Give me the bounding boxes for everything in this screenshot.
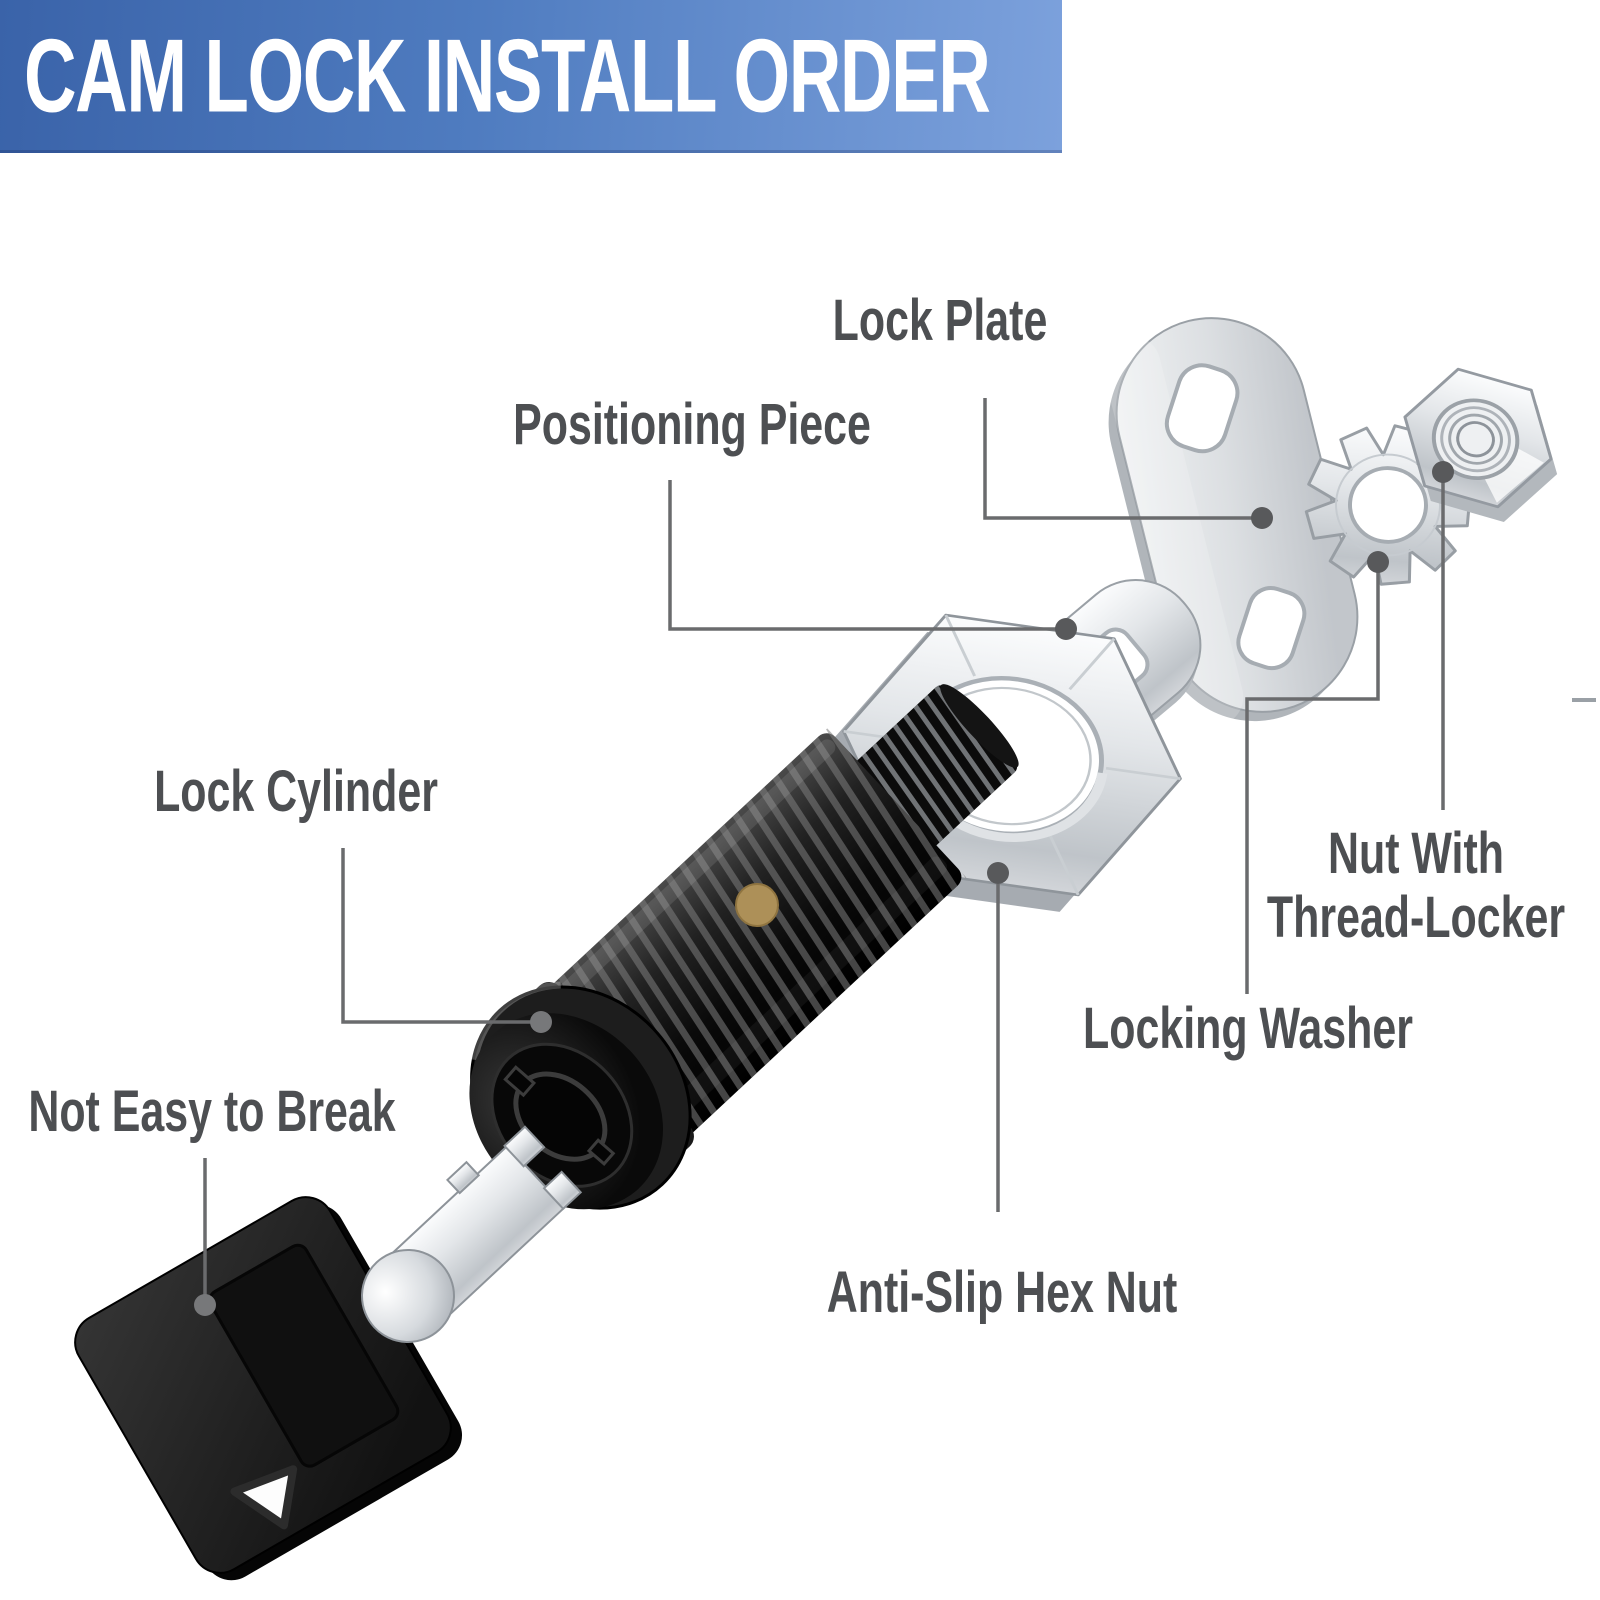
dot-not-easy-to-break: [194, 1294, 216, 1316]
label-nut-with-thread-locker-line1: Nut With: [1327, 821, 1504, 886]
brass-pin: [735, 883, 779, 927]
leader-locking-washer: [1245, 572, 1380, 994]
leader-lines: [203, 398, 1596, 1296]
dot-positioning-piece: [1055, 618, 1077, 640]
dot-locking-washer: [1367, 551, 1389, 573]
dot-lock-cylinder: [530, 1011, 552, 1033]
title-banner: CAM LOCK INSTALL ORDER: [0, 0, 1062, 153]
label-lock-plate: Lock Plate: [832, 288, 1048, 353]
dot-thread-locker-nut: [1432, 461, 1454, 483]
label-nut-with-thread-locker: Nut With Thread-Locker: [1267, 822, 1565, 950]
label-anti-slip-hex-nut: Anti-Slip Hex Nut: [826, 1260, 1178, 1325]
keyway: [503, 1065, 616, 1167]
label-nut-with-thread-locker-line2: Thread-Locker: [1266, 885, 1566, 950]
key-label-recess: [208, 1243, 400, 1468]
banner-title: CAM LOCK INSTALL ORDER: [24, 18, 991, 134]
leader-lock-plate: [983, 398, 1255, 520]
leader-positioning-piece: [668, 480, 1058, 631]
leader-dots: [194, 461, 1454, 1316]
label-lock-cylinder: Lock Cylinder: [154, 759, 438, 824]
key-blade: [361, 1125, 583, 1343]
key-part: [74, 1125, 583, 1581]
leader-lock-cylinder: [341, 848, 532, 1024]
dot-lock-plate: [1251, 507, 1273, 529]
label-positioning-piece: Positioning Piece: [513, 392, 871, 457]
label-not-easy-to-break: Not Easy to Break: [28, 1079, 396, 1144]
label-locking-washer: Locking Washer: [1083, 996, 1413, 1061]
dot-anti-slip-hex-nut: [987, 862, 1009, 884]
key-triangle-hole: [230, 1465, 298, 1530]
